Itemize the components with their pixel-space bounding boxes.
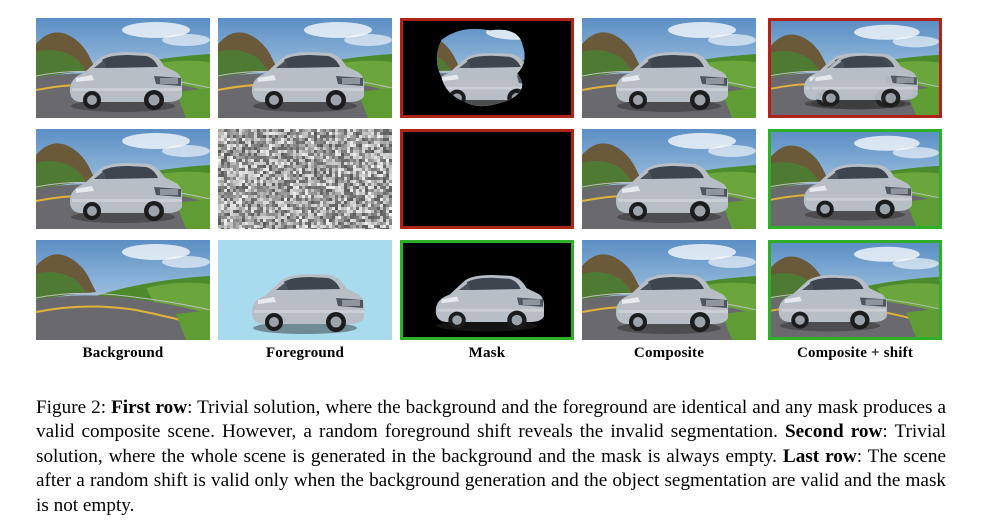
grid-image-r2-background bbox=[36, 129, 210, 229]
caption-second-row-text: : Trivial solution, where the whole scen… bbox=[36, 421, 946, 467]
grid-image-r2-mask bbox=[400, 129, 574, 229]
grid-image-r2-composite-shift bbox=[768, 129, 942, 229]
grid-image-r2-foreground bbox=[218, 129, 392, 229]
grid-image-graphic bbox=[771, 243, 939, 337]
grid-image-r1-background bbox=[36, 18, 210, 118]
grid-image-r3-mask bbox=[400, 240, 574, 340]
grid-image-graphic bbox=[218, 240, 392, 340]
column-label-composite-shift: Composite + shift bbox=[796, 345, 914, 361]
grid-image-r1-composite-shift bbox=[768, 18, 942, 118]
column-label-background: Background bbox=[82, 345, 164, 361]
figure-caption: Figure 2: First row: Trivial solution, w… bbox=[36, 396, 946, 518]
grid-image-graphic bbox=[771, 21, 939, 115]
grid-image-r2-composite bbox=[582, 129, 756, 229]
grid-image-graphic bbox=[582, 18, 756, 118]
grid-image-r3-composite-shift bbox=[768, 240, 942, 340]
grid-image-graphic bbox=[403, 132, 571, 226]
grid-image-graphic bbox=[771, 132, 939, 226]
caption-prefix: Figure 2: bbox=[36, 397, 112, 418]
grid-image-graphic bbox=[582, 129, 756, 229]
grid-image-r3-foreground bbox=[218, 240, 392, 340]
grid-image-r3-background bbox=[36, 240, 210, 340]
caption-second-row-label: Second row bbox=[784, 421, 883, 443]
figure-grid: Background Foreground Mask Composite Com… bbox=[36, 18, 942, 361]
column-label-mask: Mask bbox=[468, 345, 506, 361]
grid-image-graphic bbox=[36, 18, 210, 118]
grid-image-graphic bbox=[36, 240, 210, 340]
grid-image-graphic bbox=[218, 129, 392, 229]
grid-image-graphic bbox=[403, 21, 571, 115]
grid-image-graphic bbox=[403, 243, 571, 337]
grid-image-r1-composite bbox=[582, 18, 756, 118]
grid-image-r1-foreground bbox=[218, 18, 392, 118]
grid-image-r3-composite bbox=[582, 240, 756, 340]
grid-image-graphic bbox=[218, 18, 392, 118]
grid-image-graphic bbox=[582, 240, 756, 340]
column-label-composite: Composite bbox=[633, 345, 705, 361]
column-label-foreground: Foreground bbox=[265, 345, 345, 361]
caption-first-row-label: First row bbox=[111, 397, 188, 418]
caption-first-row-text: : Trivial solution, where the background… bbox=[36, 397, 946, 443]
grid-image-r1-mask bbox=[400, 18, 574, 118]
grid-image-graphic bbox=[36, 129, 210, 229]
caption-last-row-text: : The scene after a random shift is vali… bbox=[36, 445, 946, 516]
caption-last-row-label: Last row bbox=[782, 445, 857, 467]
